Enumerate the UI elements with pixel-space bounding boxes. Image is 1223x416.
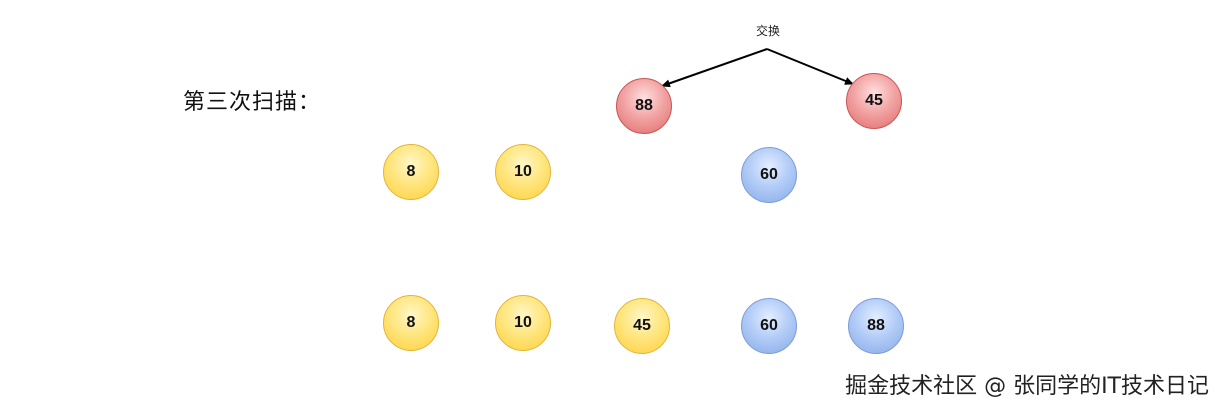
swap-arrow-right	[766, 48, 854, 85]
swap-ball-45: 45	[846, 73, 902, 129]
result-ball-45: 45	[614, 298, 670, 354]
swap-ball-88: 88	[616, 78, 672, 134]
current-ball-8: 8	[383, 144, 439, 200]
scan-title: 第三次扫描：	[183, 90, 322, 115]
current-ball-60: 60	[741, 147, 797, 203]
result-ball-88: 88	[848, 298, 904, 354]
swap-label: 交换	[755, 24, 780, 38]
swap-arrow-left	[661, 48, 768, 88]
result-ball-10: 10	[495, 295, 551, 351]
result-ball-60: 60	[741, 298, 797, 354]
current-ball-10: 10	[495, 144, 551, 200]
watermark: 掘金技术社区 @ 张同学的IT技术日记	[845, 374, 1209, 399]
result-ball-8: 8	[383, 295, 439, 351]
